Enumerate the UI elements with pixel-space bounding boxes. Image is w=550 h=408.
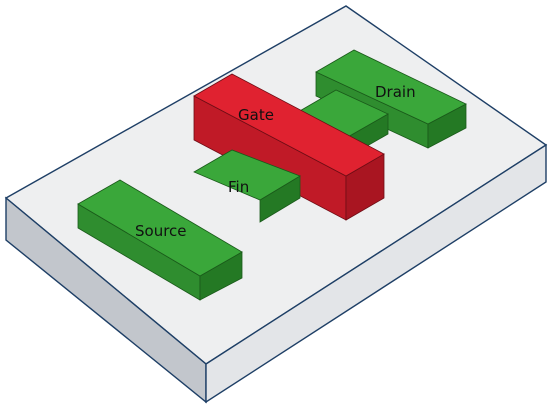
source-block	[77, 179, 243, 301]
source-label: Source	[135, 222, 187, 240]
drain-top-face	[315, 49, 467, 125]
fin-label: Fin	[228, 178, 249, 196]
gate-block	[193, 73, 385, 221]
source-top-face	[77, 179, 243, 277]
fin-front-segment	[193, 149, 301, 223]
drain-label: Drain	[375, 83, 416, 101]
gate-label: Gate	[238, 106, 274, 124]
gate-top-face	[193, 73, 385, 177]
substrate-side-face	[205, 143, 547, 404]
fin-front-top-face	[193, 149, 301, 201]
